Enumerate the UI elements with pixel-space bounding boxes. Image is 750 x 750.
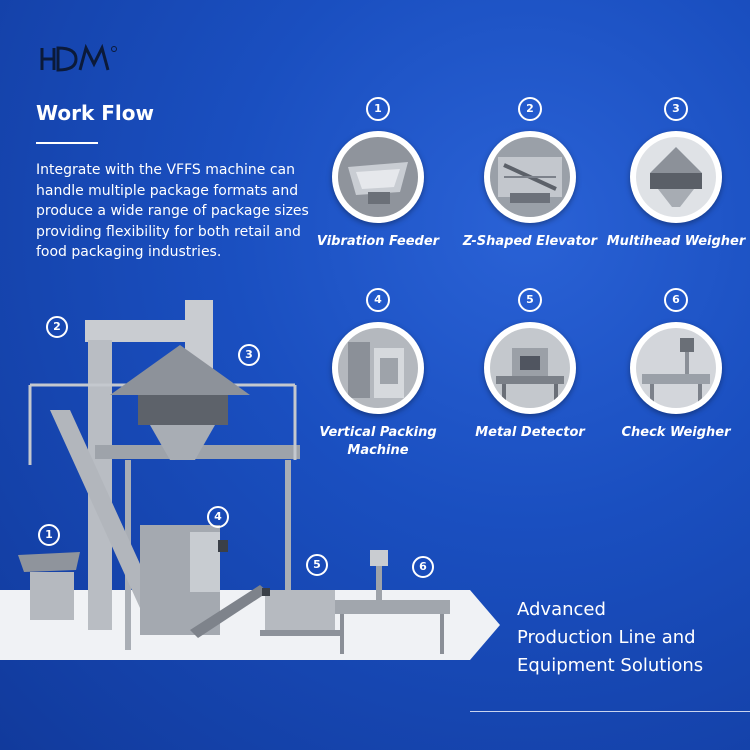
step-label: Multihead Weigher: [606, 234, 746, 249]
machine-number-4: 4: [207, 506, 229, 528]
step-label: Check Weigher: [621, 425, 731, 440]
hdm-logo: [40, 44, 117, 72]
machine-number-5: 5: [306, 554, 328, 576]
check-weigher-image: [636, 328, 716, 408]
multihead-weigher-image: [636, 137, 716, 217]
vibration-feeder-image: [338, 137, 418, 217]
step-image-frame: [484, 322, 576, 414]
step-multihead-weigher: 3 Multihead Weigher: [606, 97, 746, 251]
step-number: 4: [366, 288, 390, 312]
step-label: Metal Detector: [475, 425, 585, 440]
z-elevator-image: [490, 137, 570, 217]
step-label: Z-Shaped Elevator: [462, 234, 598, 249]
vertical-packing-machine-image: [338, 328, 418, 408]
title-underline: [36, 142, 98, 144]
step-number: 1: [366, 97, 390, 121]
machine-number-1: 1: [38, 524, 60, 546]
page-title: Work Flow: [36, 101, 154, 125]
step-check-weigher: 6 Check Weigher: [606, 288, 746, 442]
step-label: Vertical Packing Machine: [319, 425, 437, 458]
step-image-frame: [484, 131, 576, 223]
step-z-shaped-elevator: 2 Z-Shaped Elevator: [460, 97, 600, 251]
machine-number-2: 2: [46, 316, 68, 338]
machine-number-3: 3: [238, 344, 260, 366]
step-vibration-feeder: 1 Vibration Feeder: [308, 97, 448, 251]
step-number: 2: [518, 97, 542, 121]
description-text: Integrate with the VFFS machine can hand…: [36, 162, 309, 260]
tagline-divider: [470, 711, 750, 712]
machine-number-6: 6: [412, 556, 434, 578]
step-number: 3: [664, 97, 688, 121]
step-image-frame: [630, 322, 722, 414]
step-number: 6: [664, 288, 688, 312]
floor-arrow: [470, 590, 500, 660]
step-image-frame: [332, 131, 424, 223]
production-line-illustration: [18, 300, 450, 654]
step-metal-detector: 5 Metal Detector: [460, 288, 600, 442]
step-image-frame: [332, 322, 424, 414]
step-image-frame: [630, 131, 722, 223]
tagline: Advanced Production Line and Equipment S…: [517, 596, 703, 680]
tagline-line-1: Advanced: [517, 599, 606, 620]
step-label: Vibration Feeder: [316, 234, 440, 249]
metal-detector-image: [490, 328, 570, 408]
step-vertical-packing-machine: 4 Vertical Packing Machine: [308, 288, 448, 460]
tagline-line-2: Production Line and: [517, 627, 696, 648]
tagline-line-3: Equipment Solutions: [517, 655, 704, 676]
step-number: 5: [518, 288, 542, 312]
